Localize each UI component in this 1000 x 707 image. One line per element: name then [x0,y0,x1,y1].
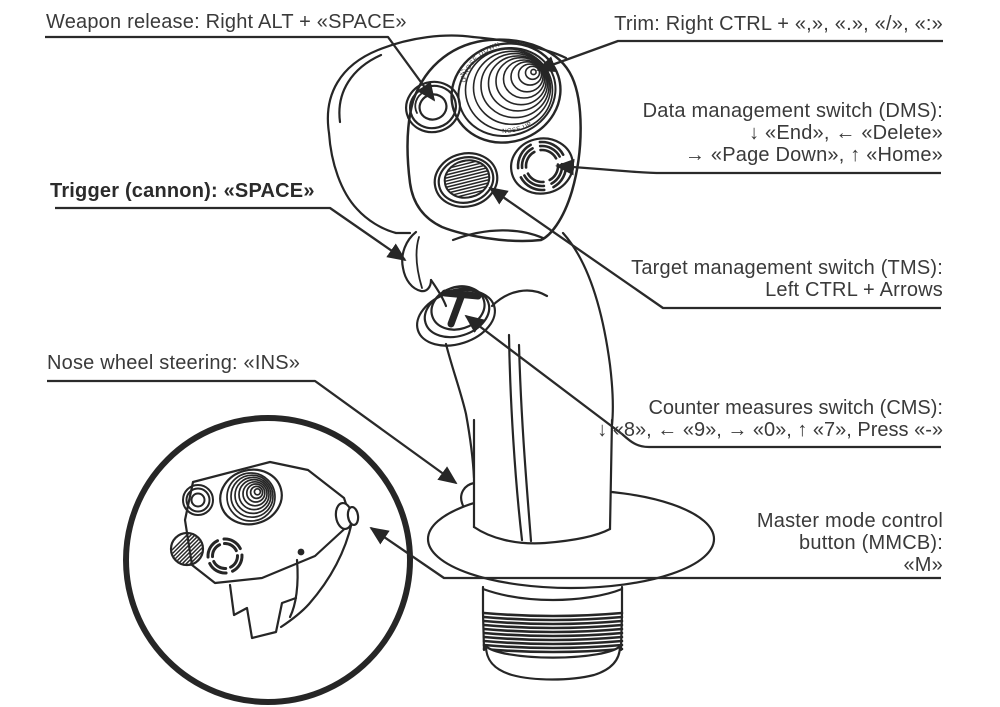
label-cms-line1: Counter measures switch (CMS): [648,397,943,419]
inset-trim-hat [219,468,283,526]
svg-text:NOSE UP: NOSE UP [502,121,533,135]
inset-dms-switch [206,537,244,575]
leader-trim [536,39,943,72]
base-flange [426,333,716,590]
leader-dms [555,158,941,176]
label-dms: Data management switch (DMS): ↓ «End», ←… [643,100,943,166]
label-mmcb-line1: Master mode control [756,510,943,532]
label-mmcb: Master mode control button (MMCB): «M» [757,510,943,576]
leader-weapon-release [45,35,436,102]
label-trigger: Trigger (cannon): «SPACE» [50,180,315,202]
label-dms-line2: ↓ «End», ← «Delete» [749,122,943,144]
leader-tms [488,186,941,310]
trigger [401,230,433,293]
label-cms: Counter measures switch (CMS): ↓ «8», ← … [597,397,943,441]
leader-trigger [55,206,407,262]
joystick-head [326,34,582,243]
inset-weapon-release-button [182,484,214,516]
label-tms-line1: Target management switch (TMS): [631,257,943,279]
leader-cms [464,314,941,449]
tms-wheel [433,152,499,208]
label-tms-line2: Left CTRL + Arrows [765,279,943,301]
inset-head-plate [183,460,354,585]
label-dms-line3: → «Page Down», ↑ «Home» [684,144,943,166]
inset-mmcb-button [334,501,360,531]
inset-tms-wheel [169,531,205,567]
trim-hat [450,42,562,144]
inset-detail-view [123,415,413,705]
label-cms-line2: ↓ «8», ← «9», → «0», ↑ «7», Press «-» [597,419,943,441]
leader-mmcb [369,526,941,580]
label-nws: Nose wheel steering: «INS» [47,352,301,374]
label-mmcb-line2: button (MMCB): [799,532,943,554]
leader-nws [47,379,458,485]
weapon-release-button [405,80,461,134]
trim-engraving-left: LWD [457,69,467,84]
threaded-connector [481,585,624,681]
cms-switch [416,285,496,347]
label-dms-line1: Data management switch (DMS): [642,100,943,122]
label-mmcb-line3: «M» [903,554,943,576]
label-tms: Target management switch (TMS): Left CTR… [631,257,943,301]
label-weapon-release: Weapon release: Right ALT + «SPACE» [46,11,407,33]
trim-engraving-bottom: NOSE UP [502,121,533,135]
label-trim: Trim: Right CTRL + «,», «.», «/», «:» [614,13,943,35]
